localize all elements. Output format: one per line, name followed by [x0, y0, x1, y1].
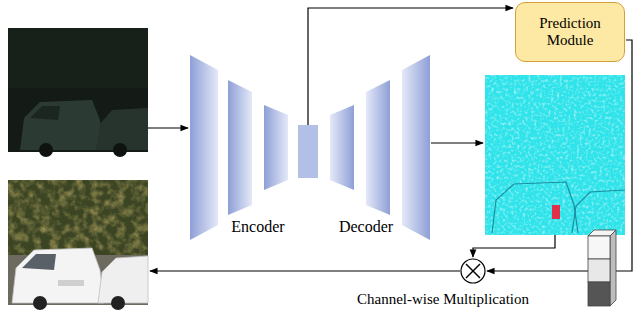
channel-weights — [588, 230, 616, 306]
input-image — [8, 28, 148, 157]
node-text: Prediction Module — [524, 15, 616, 50]
encoder-decoder — [190, 55, 430, 240]
part-label: Encoder — [231, 218, 284, 236]
multiply-symbol — [461, 259, 485, 283]
illumination-map — [485, 75, 625, 235]
wires — [148, 8, 632, 271]
part-label: Decoder — [339, 218, 393, 236]
output-image — [8, 180, 148, 310]
part-label: Channel-wise Multiplication — [357, 291, 529, 308]
process-box: Prediction Module — [515, 2, 625, 62]
